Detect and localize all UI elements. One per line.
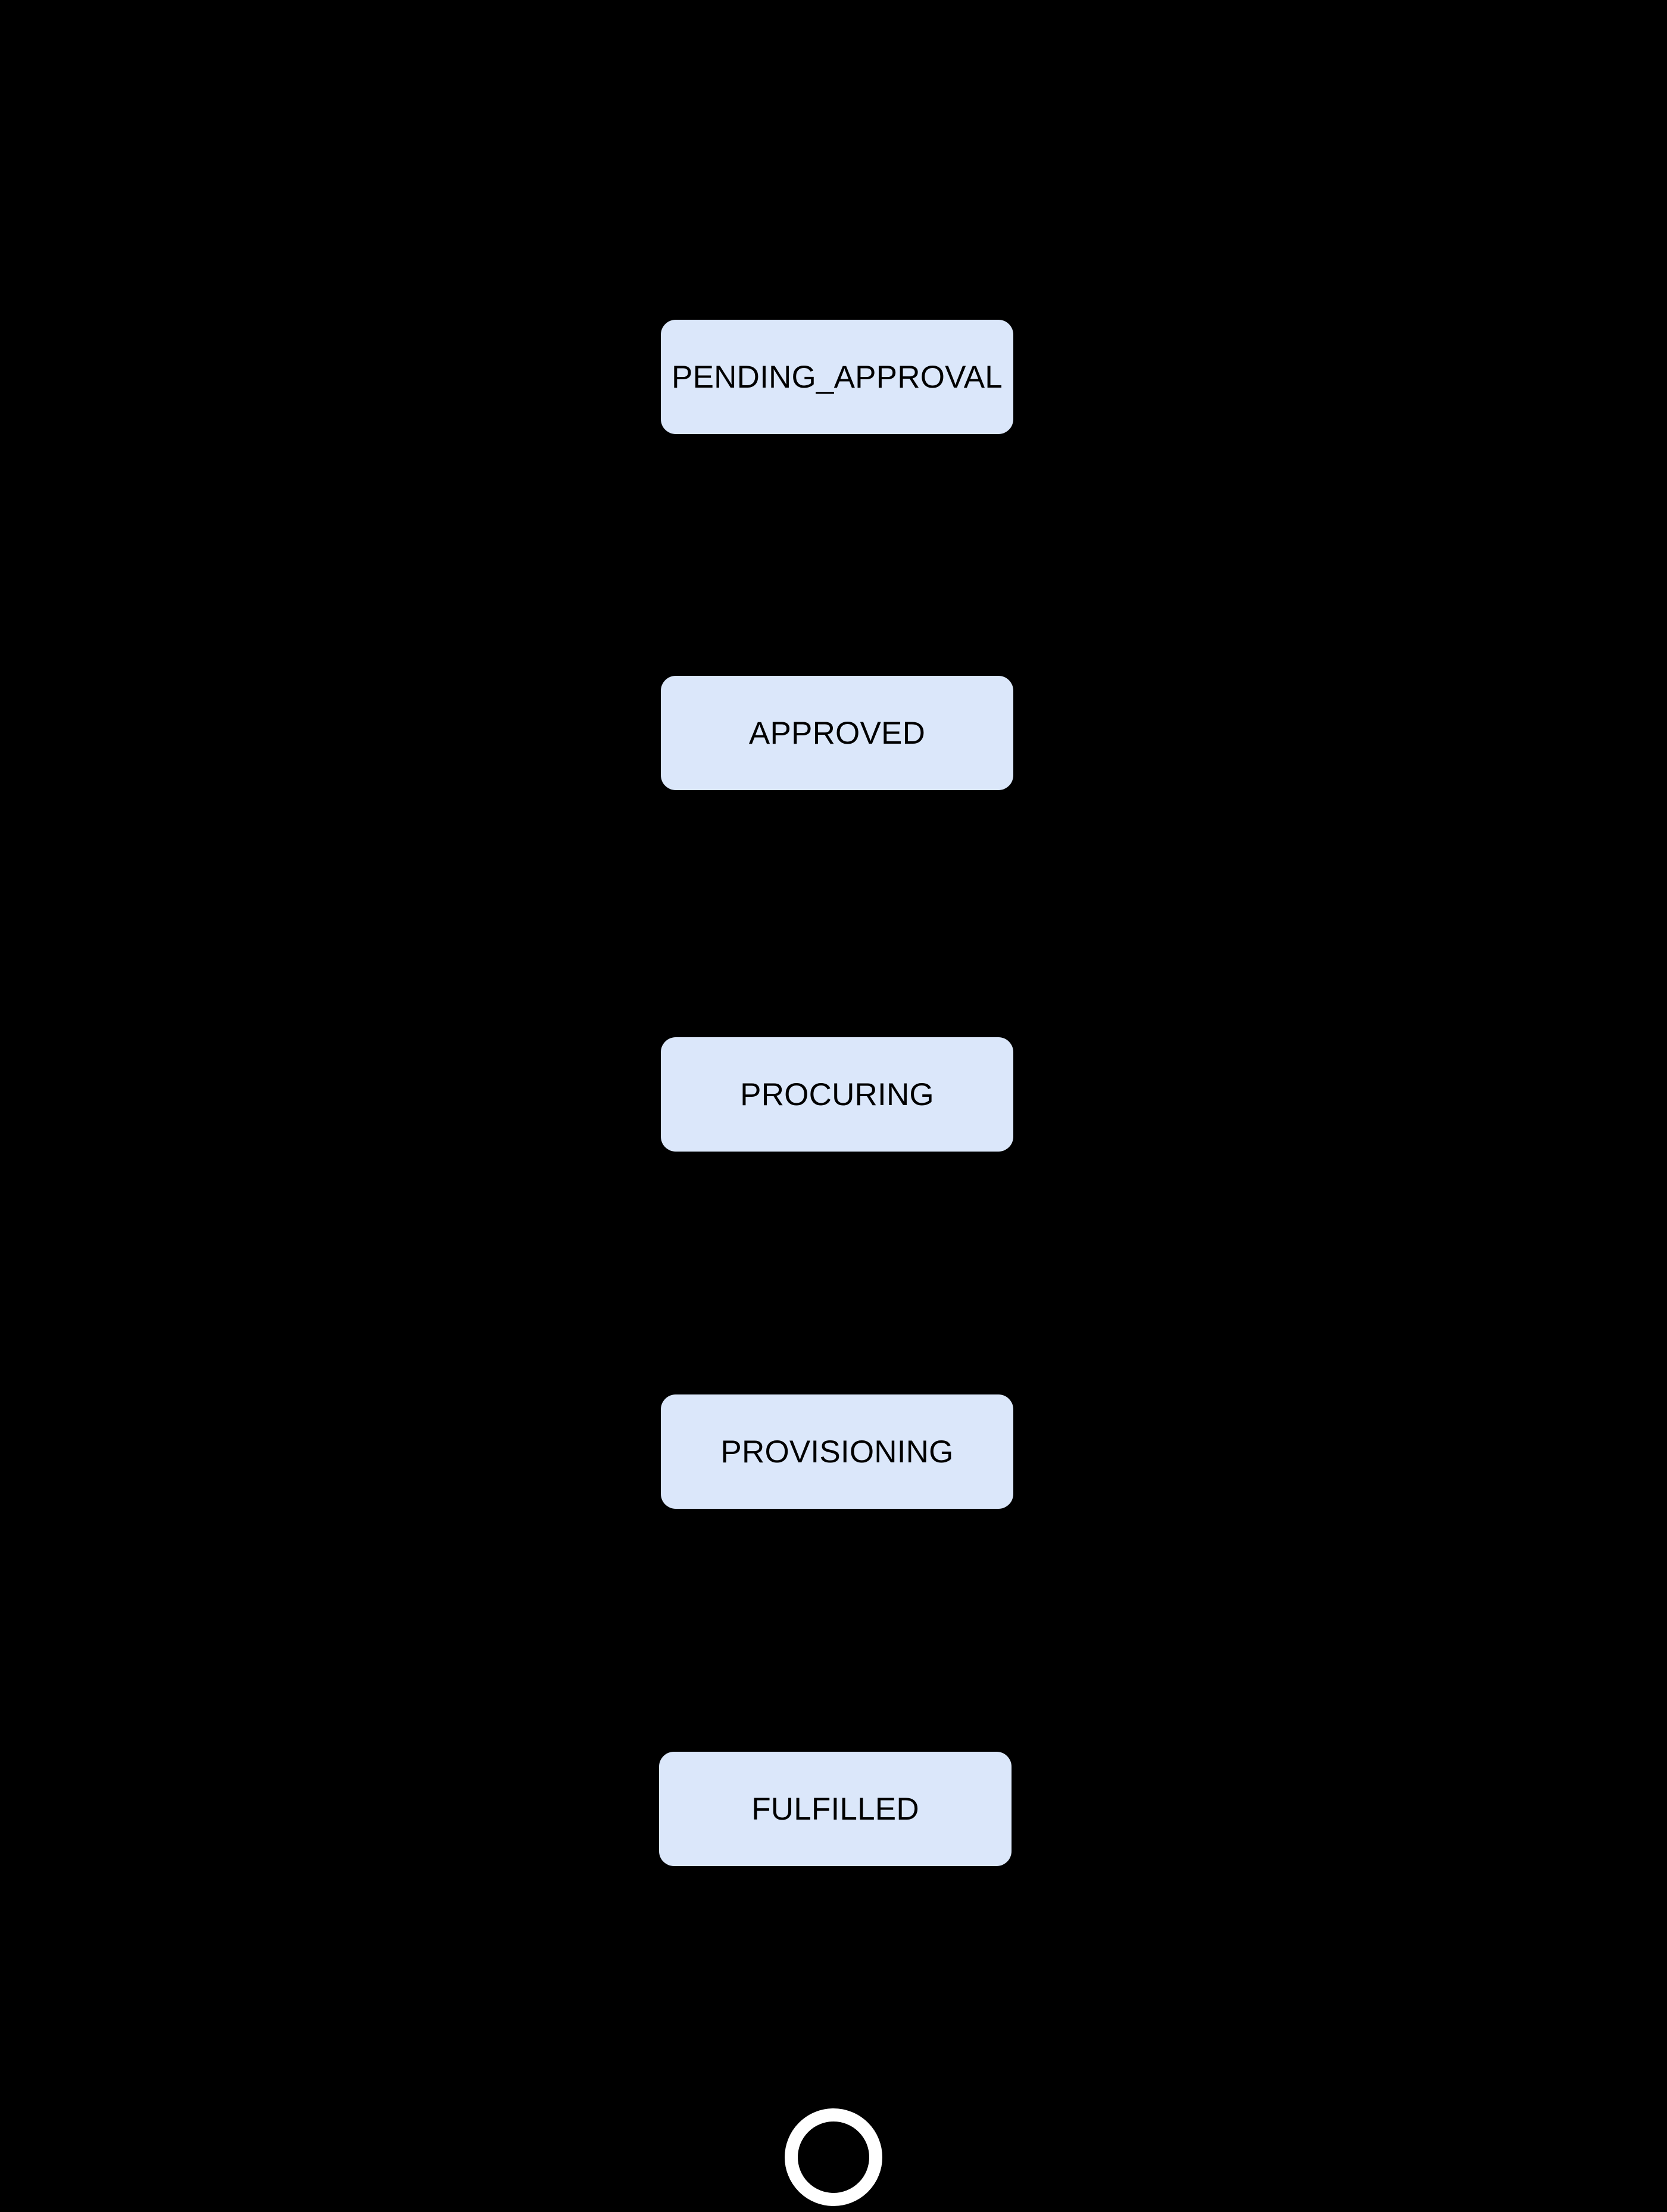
- state-node-label: FULFILLED: [751, 1791, 919, 1827]
- state-node-label: APPROVED: [748, 715, 926, 751]
- state-node-label: PROVISIONING: [720, 1434, 954, 1470]
- state-node-procuring[interactable]: PROCURING: [661, 1037, 1013, 1152]
- edge-fulfilled-to-end-state: [831, 1865, 837, 2109]
- end-state-circle-icon: [785, 2108, 882, 2206]
- state-node-pending-approval[interactable]: PENDING_APPROVAL: [661, 320, 1013, 434]
- state-node-label: PROCURING: [740, 1077, 934, 1112]
- state-node-fulfilled[interactable]: FULFILLED: [659, 1752, 1012, 1866]
- state-node-provisioning[interactable]: PROVISIONING: [661, 1394, 1013, 1509]
- state-node-label: PENDING_APPROVAL: [672, 359, 1003, 395]
- state-node-approved[interactable]: APPROVED: [661, 676, 1013, 790]
